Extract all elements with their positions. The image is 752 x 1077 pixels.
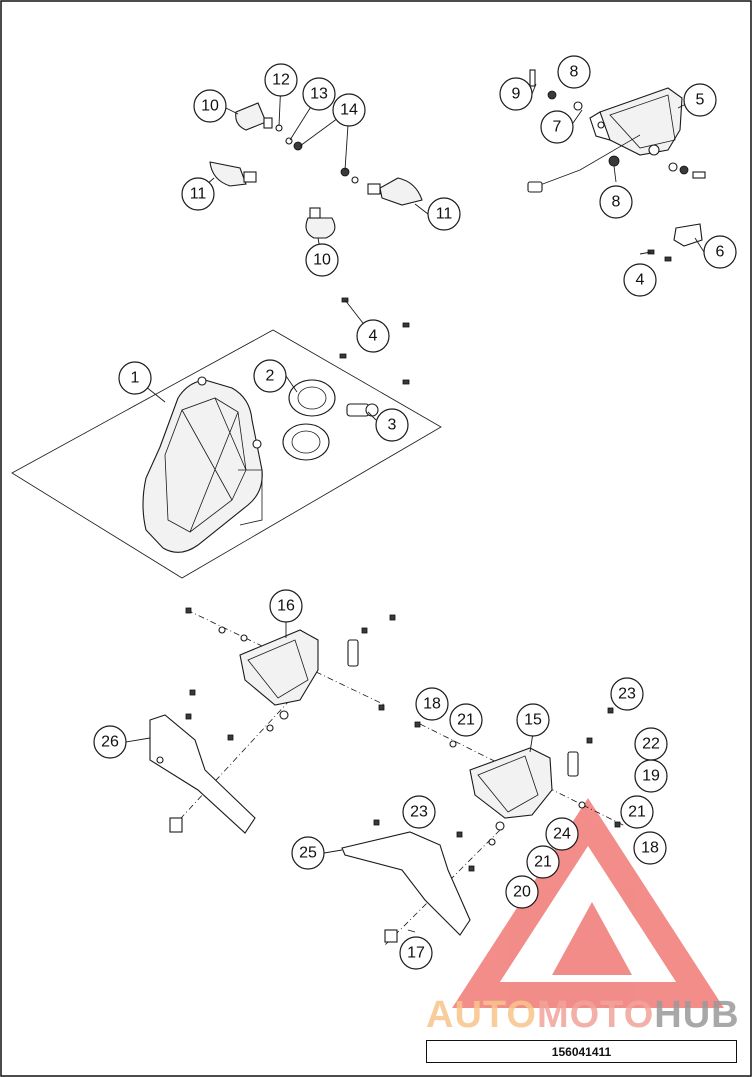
- right-bracket-group: [341, 707, 626, 946]
- callout-1: 1: [118, 361, 152, 395]
- callout-23a: 23: [610, 677, 644, 711]
- svg-text:8: 8: [612, 194, 621, 211]
- svg-text:21: 21: [534, 854, 552, 871]
- callout-4b: 4: [623, 263, 657, 297]
- callout-10b: 10: [305, 243, 339, 277]
- callout-24: 24: [545, 817, 579, 851]
- callout-19: 19: [634, 759, 668, 793]
- watermark-triangle: [452, 798, 724, 1008]
- svg-text:14: 14: [340, 102, 358, 119]
- callout-bubbles: 1 2 3 4 4 5 6 7 8 8 9 10 10 11 11 12 13 …: [93, 55, 737, 970]
- svg-text:15: 15: [524, 712, 542, 729]
- watermark-auto: AUTO: [426, 994, 537, 1036]
- svg-text:26: 26: [101, 734, 119, 751]
- svg-text:18: 18: [641, 840, 659, 857]
- callout-23b: 23: [402, 795, 436, 829]
- callout-16: 16: [269, 589, 303, 623]
- svg-text:24: 24: [553, 826, 571, 843]
- callout-3: 3: [375, 408, 409, 442]
- svg-text:7: 7: [553, 119, 562, 136]
- callout-6: 6: [703, 235, 737, 269]
- tail-light-group: [527, 69, 706, 262]
- turn-signal-front-left: [235, 102, 267, 131]
- callout-11b: 11: [427, 197, 461, 231]
- assembly-outline-box: [11, 329, 442, 579]
- callout-9: 9: [499, 77, 533, 111]
- callout-26: 26: [93, 725, 127, 759]
- svg-text:2: 2: [266, 368, 275, 385]
- callout-21c: 21: [526, 845, 560, 879]
- svg-text:4: 4: [369, 328, 378, 345]
- tail-light-wire: [539, 134, 641, 186]
- turn-signal-group: [209, 102, 423, 239]
- svg-text:3: 3: [388, 417, 397, 434]
- callout-2: 2: [253, 359, 287, 393]
- license-plate-light: [673, 223, 703, 247]
- callout-8a: 8: [557, 55, 591, 89]
- watermark-hub: HUB: [654, 994, 740, 1036]
- lamp-unit-right: [469, 747, 553, 819]
- turn-signal-rear-left: [209, 161, 247, 187]
- svg-text:16: 16: [277, 598, 295, 615]
- bracket-left: [149, 714, 256, 834]
- callout-14: 14: [332, 93, 366, 127]
- svg-text:1: 1: [131, 370, 140, 387]
- lamp-unit-left: [239, 629, 319, 706]
- callout-13: 13: [302, 77, 336, 111]
- callout-25: 25: [291, 836, 325, 870]
- svg-text:5: 5: [696, 92, 705, 109]
- svg-text:23: 23: [618, 686, 636, 703]
- svg-text:25: 25: [299, 845, 317, 862]
- svg-text:10: 10: [313, 252, 331, 269]
- svg-text:19: 19: [642, 768, 660, 785]
- svg-text:12: 12: [272, 72, 290, 89]
- svg-text:4: 4: [636, 272, 645, 289]
- callout-10a: 10: [193, 89, 227, 123]
- svg-text:8: 8: [570, 64, 579, 81]
- turn-signal-rear-right: [305, 217, 336, 239]
- left-bracket-group: [149, 607, 396, 834]
- tail-light-connector: [527, 181, 543, 193]
- svg-text:10: 10: [201, 98, 219, 115]
- svg-text:20: 20: [513, 884, 531, 901]
- svg-text:21: 21: [457, 712, 475, 729]
- callout-22: 22: [634, 727, 668, 761]
- svg-text:13: 13: [310, 86, 328, 103]
- callout-17: 17: [399, 936, 433, 970]
- drawing-number: 156041411: [551, 1044, 612, 1059]
- svg-text:23: 23: [410, 804, 428, 821]
- watermark-moto: MOTO: [536, 994, 655, 1036]
- svg-text:9: 9: [512, 86, 521, 103]
- callout-20: 20: [505, 875, 539, 909]
- bulb-ring-lower: [282, 423, 330, 461]
- svg-text:6: 6: [716, 244, 725, 261]
- headlight-assembly-group: [11, 297, 442, 579]
- callout-4a: 4: [356, 319, 390, 353]
- svg-text:11: 11: [436, 206, 453, 223]
- callout-5: 5: [683, 83, 717, 117]
- callout-18b: 18: [633, 831, 667, 865]
- callout-21a: 21: [449, 703, 483, 737]
- callout-12: 12: [264, 63, 298, 97]
- callout-7: 7: [540, 110, 574, 144]
- callout-15: 15: [516, 703, 550, 737]
- drawing-number-box: 156041411: [426, 1040, 737, 1063]
- svg-text:11: 11: [190, 186, 207, 203]
- svg-text:21: 21: [628, 804, 646, 821]
- callout-18a: 18: [415, 687, 449, 721]
- callout-11a: 11: [181, 177, 215, 211]
- svg-text:17: 17: [407, 945, 425, 962]
- watermark-wordmark: AUTOMOTOHUB: [426, 992, 746, 1038]
- turn-signal-front-right: [379, 177, 423, 206]
- callout-21b: 21: [620, 795, 654, 829]
- svg-text:18: 18: [423, 696, 441, 713]
- svg-text:22: 22: [642, 736, 660, 753]
- bulb-ring-upper: [288, 379, 336, 417]
- callout-8b: 8: [599, 185, 633, 219]
- bracket-right: [341, 831, 471, 936]
